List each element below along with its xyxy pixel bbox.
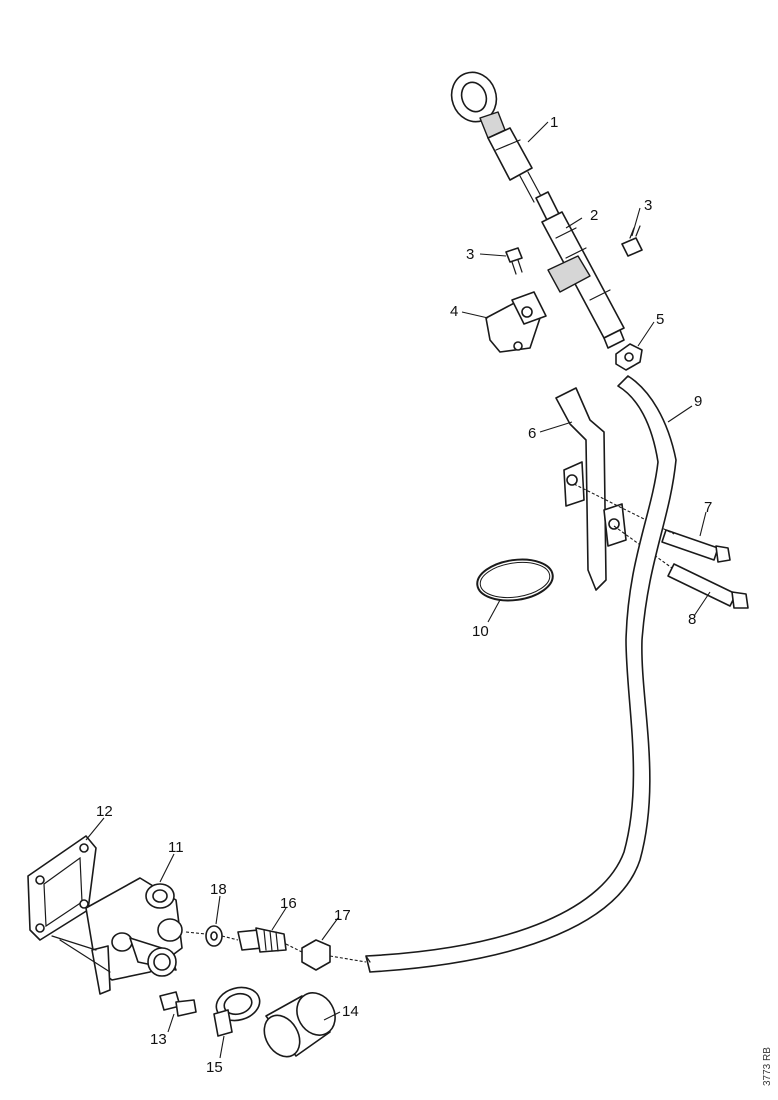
callout-9: 9 [694, 393, 702, 410]
dipstick-tube-lower [365, 375, 677, 973]
callout-2: 2 [590, 207, 598, 224]
callout-17: 17 [334, 907, 351, 924]
clamp-15 [213, 986, 261, 1037]
callout-3-left: 3 [466, 246, 474, 263]
callout-7: 7 [704, 499, 712, 516]
bolt-7 [661, 529, 731, 563]
bracket-6 [555, 387, 627, 591]
callout-4: 4 [450, 303, 458, 320]
washer-18 [205, 925, 223, 947]
bracket-4 [485, 291, 547, 353]
callout-11: 11 [168, 839, 184, 856]
dipstick-handle [450, 71, 543, 203]
figure-id: 3773 RB [762, 1047, 773, 1086]
bolt-8 [667, 563, 749, 609]
callout-1: 1 [550, 114, 558, 131]
nut-17 [301, 939, 331, 971]
callout-13: 13 [150, 1031, 167, 1048]
callout-5: 5 [656, 311, 664, 328]
callout-12: 12 [96, 803, 113, 820]
bolt-13 [159, 991, 197, 1017]
callout-18: 18 [210, 881, 227, 898]
oil-pump-11 [51, 877, 183, 995]
gasket-12 [27, 835, 97, 941]
filter-14 [263, 992, 336, 1058]
fitting-16 [237, 927, 287, 953]
callout-8: 8 [688, 611, 696, 628]
clip-ring-10 [476, 558, 554, 602]
bolt-3-left [505, 247, 523, 275]
callout-15: 15 [206, 1059, 223, 1076]
callout-6: 6 [528, 425, 536, 442]
bolt-3-right [621, 225, 643, 257]
callout-10: 10 [472, 623, 489, 640]
callout-3-right: 3 [644, 197, 652, 214]
callout-16: 16 [280, 895, 297, 912]
dipstick-tube-upper [535, 191, 625, 349]
callout-14: 14 [342, 1003, 359, 1020]
nut-5 [615, 343, 643, 371]
